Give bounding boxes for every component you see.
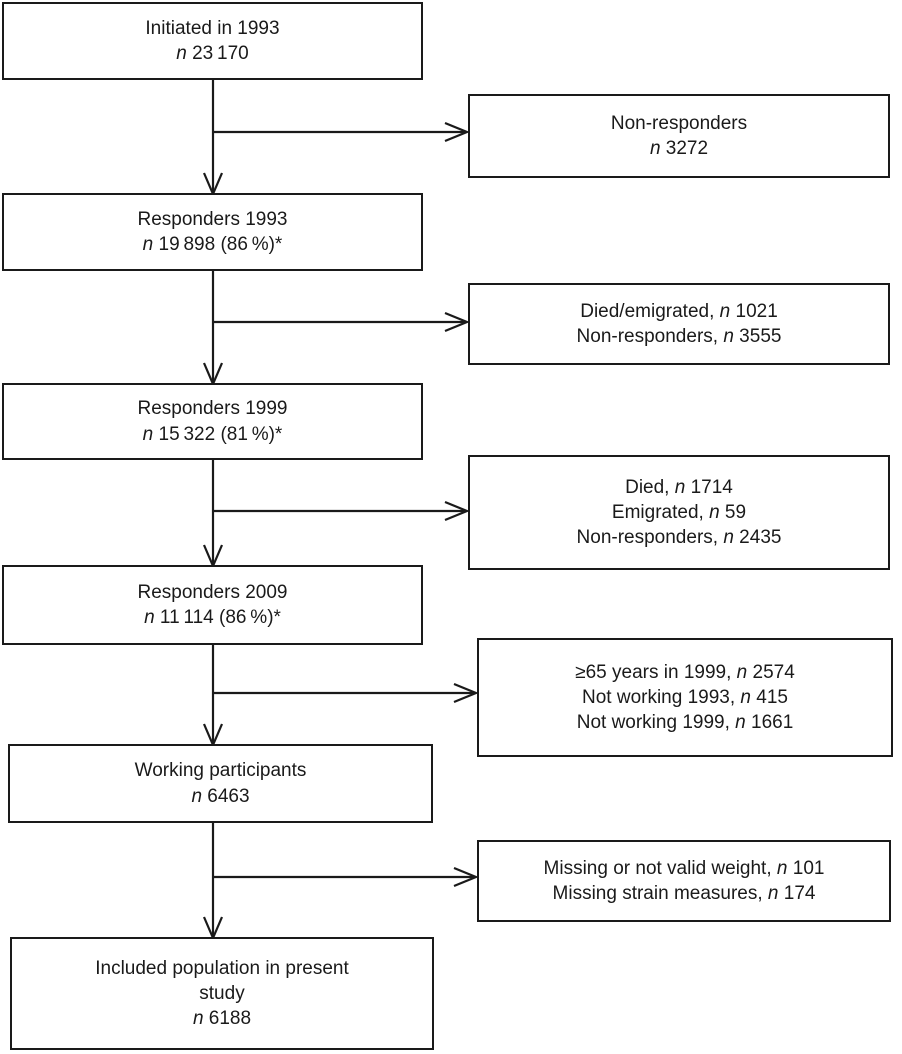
n-italic: n xyxy=(176,43,187,64)
count-text: 15 322 (81 %)* xyxy=(153,423,283,445)
box-dropout-2009: Died, n 1714 Emigrated, n 59 Non-respond… xyxy=(468,455,890,570)
box-excluded-missing: Missing or not valid weight, n 101 Missi… xyxy=(477,840,891,922)
box-line: Died/emigrated, n 1021 xyxy=(580,299,778,324)
box-text: study xyxy=(199,982,245,1004)
n-italic: n xyxy=(723,326,734,347)
box-nonresponders-baseline: Non-responders n 3272 xyxy=(468,94,890,178)
n-italic: n xyxy=(736,661,748,683)
box-text: Not working 1999, xyxy=(576,712,736,734)
box-line: n 11 114 (86 %)* xyxy=(144,605,281,630)
n-italic: n xyxy=(709,501,720,523)
n-italic: n xyxy=(740,686,751,708)
n-italic: n xyxy=(142,423,154,445)
box-text: Responders 1993 xyxy=(137,208,288,230)
box-responders-2009: Responders 2009 n 11 114 (86 %)* xyxy=(2,565,423,645)
arrow-branch-missing xyxy=(213,866,479,888)
count-text: 11 114 (86 %)* xyxy=(154,607,281,628)
box-line: study xyxy=(199,981,244,1006)
box-line: Responders 1999 xyxy=(138,396,288,421)
box-text: ≥65 years in 1999, xyxy=(575,661,737,683)
count-text: 3555 xyxy=(733,326,782,347)
box-responders-1993: Responders 1993 n 19 898 (86 %)* xyxy=(2,193,423,271)
box-line: Non-responders, n 2435 xyxy=(577,525,782,550)
box-line: Not working 1993, n 415 xyxy=(582,685,788,710)
box-included-population: Included population in present study n 6… xyxy=(10,937,434,1050)
box-line: Included population in present xyxy=(95,956,349,981)
box-text: Died, xyxy=(625,476,675,498)
arrow-responders1993-to-responders1999 xyxy=(202,271,224,387)
box-line: Responders 2009 xyxy=(138,580,288,605)
box-text: Non-responders, xyxy=(576,326,724,347)
n-italic: n xyxy=(767,883,779,904)
box-text: Initiated in 1993 xyxy=(145,17,280,39)
box-text: Non-responders, xyxy=(576,527,724,549)
arrow-branch-dropout-2009 xyxy=(213,500,470,522)
n-italic: n xyxy=(723,527,734,549)
box-line: Working participants xyxy=(135,758,307,783)
count-text: 1661 xyxy=(745,712,794,734)
box-text: Emigrated, xyxy=(611,501,710,523)
box-line: n 15 322 (81 %)* xyxy=(143,422,283,447)
box-line: Non-responders xyxy=(611,111,747,136)
box-excluded-not-working: ≥65 years in 1999, n 2574 Not working 19… xyxy=(477,638,893,757)
arrow-branch-dropout-1999 xyxy=(213,311,470,333)
arrow-branch-nonresponders xyxy=(213,121,470,143)
box-dropout-1999: Died/emigrated, n 1021 Non-responders, n… xyxy=(468,283,890,365)
count-text: 19 898 (86 %)* xyxy=(153,234,283,255)
box-text: Responders 2009 xyxy=(137,581,288,603)
box-line: n 6188 xyxy=(193,1006,251,1031)
count-text: 2435 xyxy=(733,527,782,549)
n-italic: n xyxy=(735,712,746,734)
count-text: 59 xyxy=(719,501,747,523)
count-text: 1021 xyxy=(730,300,778,322)
box-line: n 19 898 (86 %)* xyxy=(143,232,283,257)
box-text: Non-responders xyxy=(610,112,748,134)
box-working-participants: Working participants n 6463 xyxy=(8,744,433,823)
count-text: 1714 xyxy=(685,476,733,498)
count-text: 415 xyxy=(751,686,788,708)
box-line: n 3272 xyxy=(650,136,708,161)
box-line: Responders 1993 xyxy=(138,207,288,232)
arrow-responders1999-to-responders2009 xyxy=(202,460,224,569)
count-text: 2574 xyxy=(747,661,795,683)
n-italic: n xyxy=(649,138,661,159)
n-italic: n xyxy=(674,476,686,498)
n-italic: n xyxy=(776,857,788,879)
n-italic: n xyxy=(192,1008,204,1030)
box-text: Missing strain measures, xyxy=(552,883,768,904)
box-line: Missing strain measures, n 174 xyxy=(553,881,816,906)
box-line: Died, n 1714 xyxy=(625,475,733,500)
count-text: 3272 xyxy=(660,138,709,159)
n-italic: n xyxy=(144,607,155,628)
box-line: n 23 170 xyxy=(176,41,249,66)
box-line: n 6463 xyxy=(191,784,249,809)
box-line: Not working 1999, n 1661 xyxy=(577,710,794,735)
count-text: 101 xyxy=(787,857,825,879)
count-text: 6463 xyxy=(202,785,250,807)
box-text: Included population in present xyxy=(95,957,349,979)
box-responders-1999: Responders 1999 n 15 322 (81 %)* xyxy=(2,383,423,460)
box-line: Non-responders, n 3555 xyxy=(577,324,782,349)
box-line: Initiated in 1993 xyxy=(145,16,279,41)
box-line: Emigrated, n 59 xyxy=(612,500,746,525)
box-text: Not working 1993, xyxy=(582,686,741,708)
box-initiated-1993: Initiated in 1993 n 23 170 xyxy=(2,2,423,80)
n-italic: n xyxy=(142,234,154,255)
count-text: 174 xyxy=(778,883,816,904)
arrow-responders2009-to-working xyxy=(202,645,224,748)
box-text: Responders 1999 xyxy=(137,398,288,420)
count-text: 23 170 xyxy=(186,43,249,64)
box-line: ≥65 years in 1999, n 2574 xyxy=(575,660,795,685)
arrow-working-to-included xyxy=(202,823,224,941)
n-italic: n xyxy=(719,300,731,322)
box-text: Died/emigrated, xyxy=(580,300,720,322)
box-line: Missing or not valid weight, n 101 xyxy=(544,856,825,881)
box-text: Working participants xyxy=(134,760,307,782)
box-text: Missing or not valid weight, xyxy=(543,857,777,879)
arrow-initiated-to-responders1993 xyxy=(202,80,224,197)
n-italic: n xyxy=(191,785,203,807)
count-text: 6188 xyxy=(203,1008,252,1030)
arrow-branch-not-working xyxy=(213,682,479,704)
